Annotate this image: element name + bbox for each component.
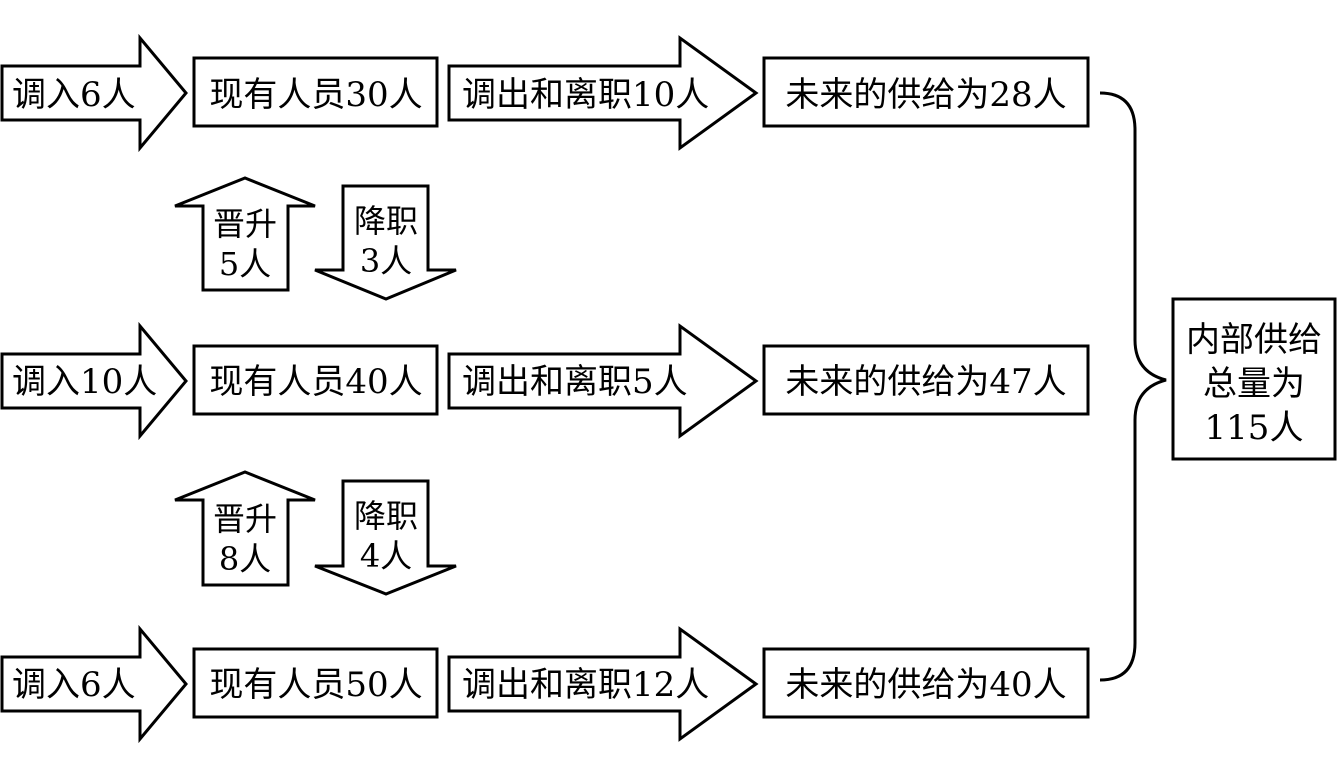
total-supply: 内部供给 总量为 115人 bbox=[1171, 297, 1337, 461]
row-3: 调入6人 现有人员50人 调出和离职12人 未来的供给为40人 bbox=[0, 624, 1090, 744]
total-supply-line-2: 总量为 bbox=[1203, 364, 1305, 404]
promotion-count: 5人 bbox=[219, 245, 271, 283]
transfer-in-label: 调入10人 bbox=[12, 362, 157, 402]
transfer-out-arrow bbox=[447, 323, 759, 439]
future-supply-box bbox=[762, 344, 1090, 416]
current-staff-label: 现有人员40人 bbox=[209, 362, 422, 402]
transfer-in-arrow bbox=[0, 624, 188, 744]
transfer-out-label: 调出和离职5人 bbox=[462, 362, 688, 402]
promotion-label: 晋升 bbox=[213, 205, 277, 243]
demotion-down-arrow bbox=[314, 184, 457, 301]
future-supply-box bbox=[762, 647, 1090, 719]
row-1: 调入6人 现有人员30人 调出和离职10人 未来的供给为28人 bbox=[0, 33, 1090, 153]
demotion-count: 3人 bbox=[360, 242, 412, 280]
demotion-label: 降职 bbox=[354, 202, 418, 240]
row-2: 调入10人 现有人员40人 调出和离职5人 未来的供给为47人 bbox=[0, 321, 1090, 441]
transfers-1: 晋升 5人 降职 3人 bbox=[174, 176, 457, 301]
demotion-count: 4人 bbox=[360, 537, 412, 575]
transfer-out-label: 调出和离职10人 bbox=[462, 75, 709, 115]
transfer-in-label: 调入6人 bbox=[12, 665, 136, 705]
transfer-in-label: 调入6人 bbox=[12, 75, 136, 115]
future-supply-label: 未来的供给为47人 bbox=[785, 362, 1066, 402]
current-staff-box bbox=[192, 56, 439, 128]
current-staff-box bbox=[192, 344, 439, 416]
promotion-up-arrow bbox=[174, 470, 316, 587]
total-supply-line-3: 115人 bbox=[1205, 408, 1304, 448]
promotion-label: 晋升 bbox=[213, 500, 277, 538]
total-supply-box bbox=[1171, 297, 1337, 461]
future-supply-label: 未来的供给为28人 bbox=[785, 75, 1066, 115]
summary-brace bbox=[1099, 91, 1172, 682]
demotion-down-arrow bbox=[314, 479, 457, 596]
future-supply-box bbox=[762, 56, 1090, 128]
transfer-out-label: 调出和离职12人 bbox=[462, 665, 709, 705]
demotion-label: 降职 bbox=[354, 497, 418, 535]
transfer-in-arrow bbox=[0, 321, 188, 441]
transfer-in-arrow bbox=[0, 33, 188, 153]
transfers-2: 晋升 8人 降职 4人 bbox=[174, 470, 457, 596]
transfer-out-arrow bbox=[447, 35, 759, 151]
promotion-count: 8人 bbox=[219, 540, 271, 578]
transfer-out-arrow bbox=[447, 626, 759, 742]
promotion-up-arrow bbox=[174, 176, 316, 292]
current-staff-label: 现有人员50人 bbox=[209, 665, 422, 705]
current-staff-label: 现有人员30人 bbox=[209, 75, 422, 115]
current-staff-box bbox=[192, 647, 439, 719]
future-supply-label: 未来的供给为40人 bbox=[785, 665, 1066, 705]
total-supply-line-1: 内部供给 bbox=[1186, 320, 1322, 360]
